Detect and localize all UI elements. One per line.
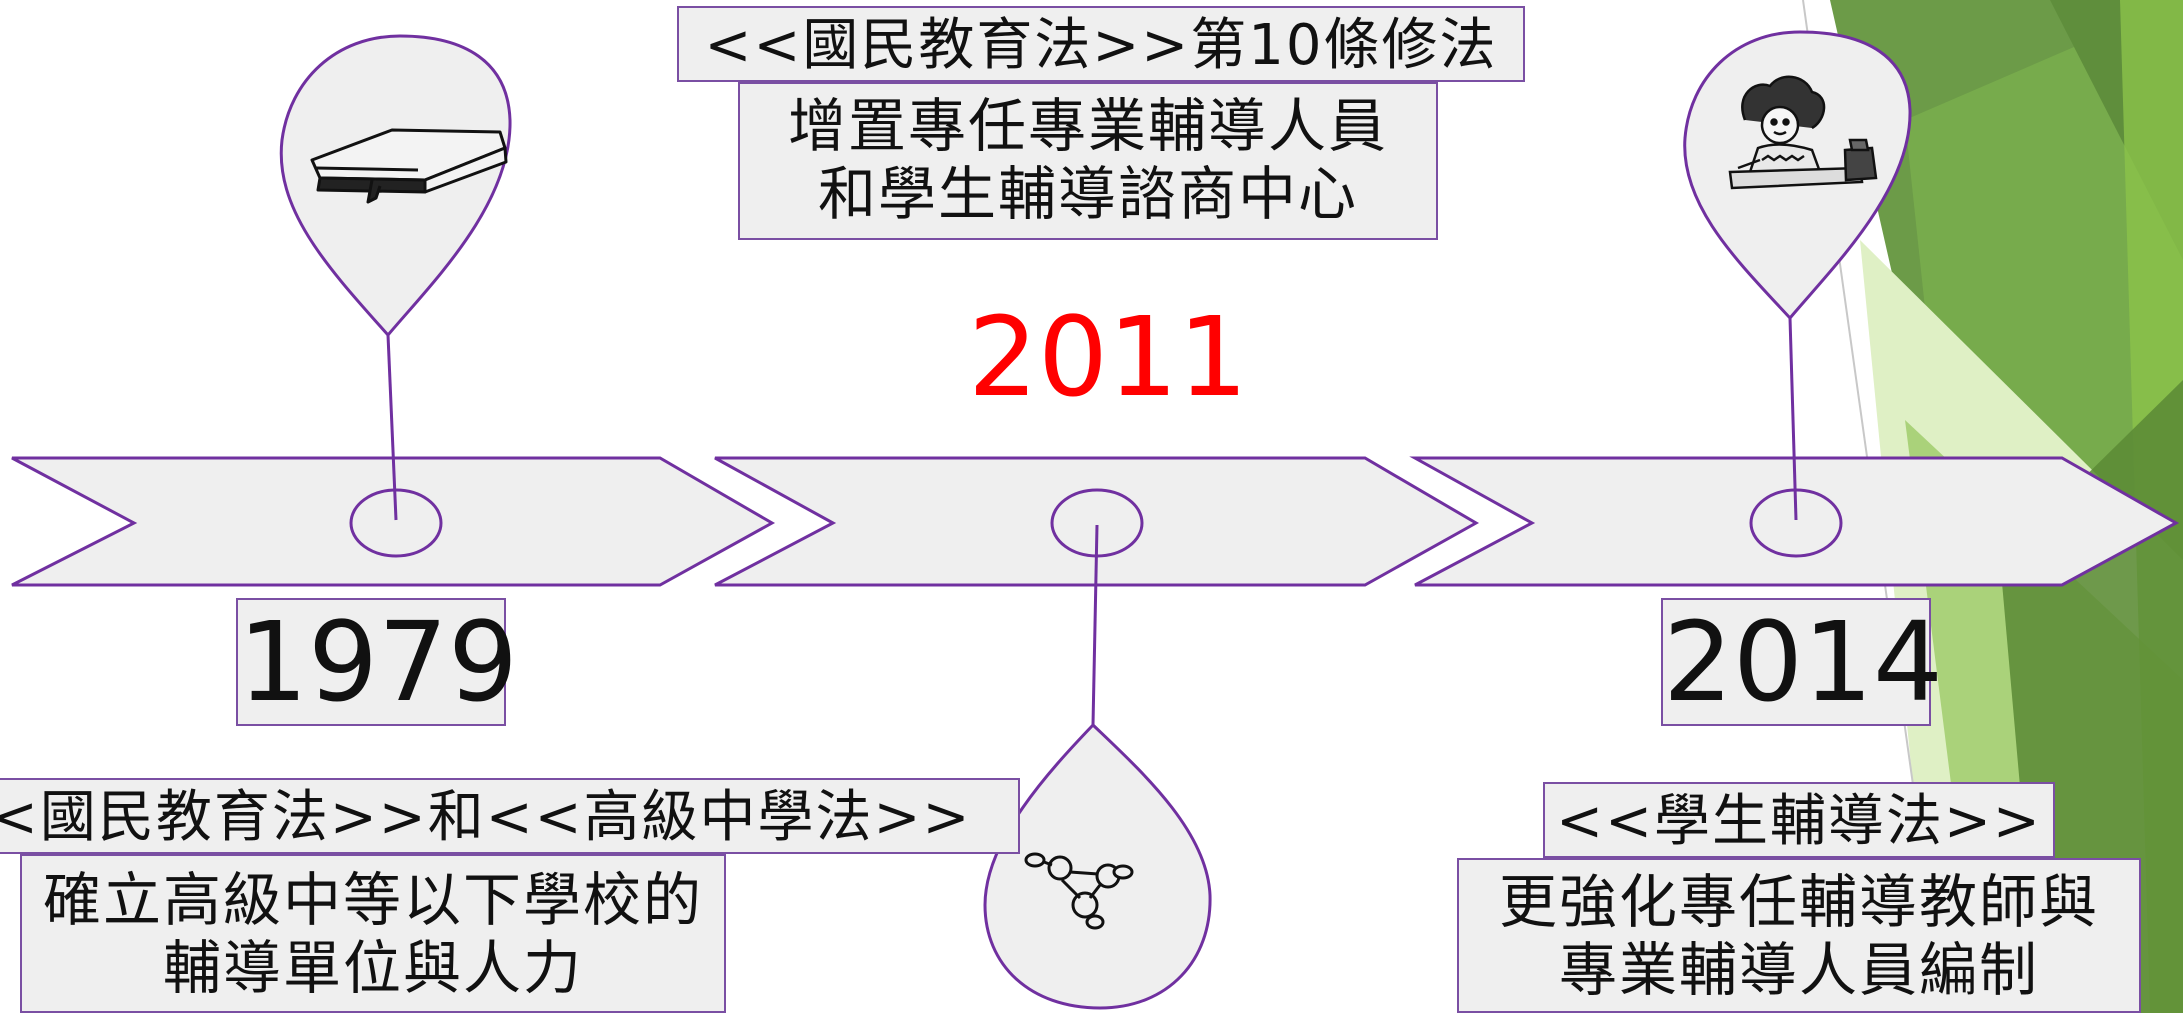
event-1979-year: 1979 [236,598,518,726]
event-2011-description: 增置專任專業輔導人員 和學生輔導諮商中心 [738,82,1438,240]
event-1979-title-text: <<國民教育法>>和<<高級中學法>> [0,785,972,850]
event-1979-desc-line-1: 確立高級中等以下學校的 [42,866,703,934]
event-1979-description: 確立高級中等以下學校的 輔導單位與人力 [20,854,726,1013]
event-2014-desc-line-2: 專業輔導人員編制 [1558,936,2039,1004]
event-2011-desc-line-2: 和學生輔導諮商中心 [817,160,1358,228]
timeline-segment-3 [1409,456,2180,587]
event-2014-desc-line-1: 更強化專任輔導教師與 [1498,868,2099,936]
event-2014-description: 更強化專任輔導教師與 專業輔導人員編制 [1457,858,2141,1013]
child-writing-icon [1728,75,1878,190]
timeline-arrows [11,456,2180,587]
event-2011-title: <<國民教育法>>第10條修法 [677,6,1525,82]
event-1979-desc-line-2: 輔導單位與人力 [162,934,583,1002]
event-2011-year: 2011 [968,293,1248,421]
event-2014-year: 2014 [1661,598,1943,726]
event-2014-title: <<學生輔導法>> [1543,782,2055,858]
timeline-segment-1 [11,456,776,587]
book-icon [310,128,508,204]
event-1979-title: <<國民教育法>>和<<高級中學法>> [0,778,1020,854]
timeline-segment-2 [714,456,1480,587]
pin-2011 [983,488,1212,1010]
event-2011-desc-line-1: 增置專任專業輔導人員 [787,92,1388,160]
pushpins-icon [1024,852,1134,930]
